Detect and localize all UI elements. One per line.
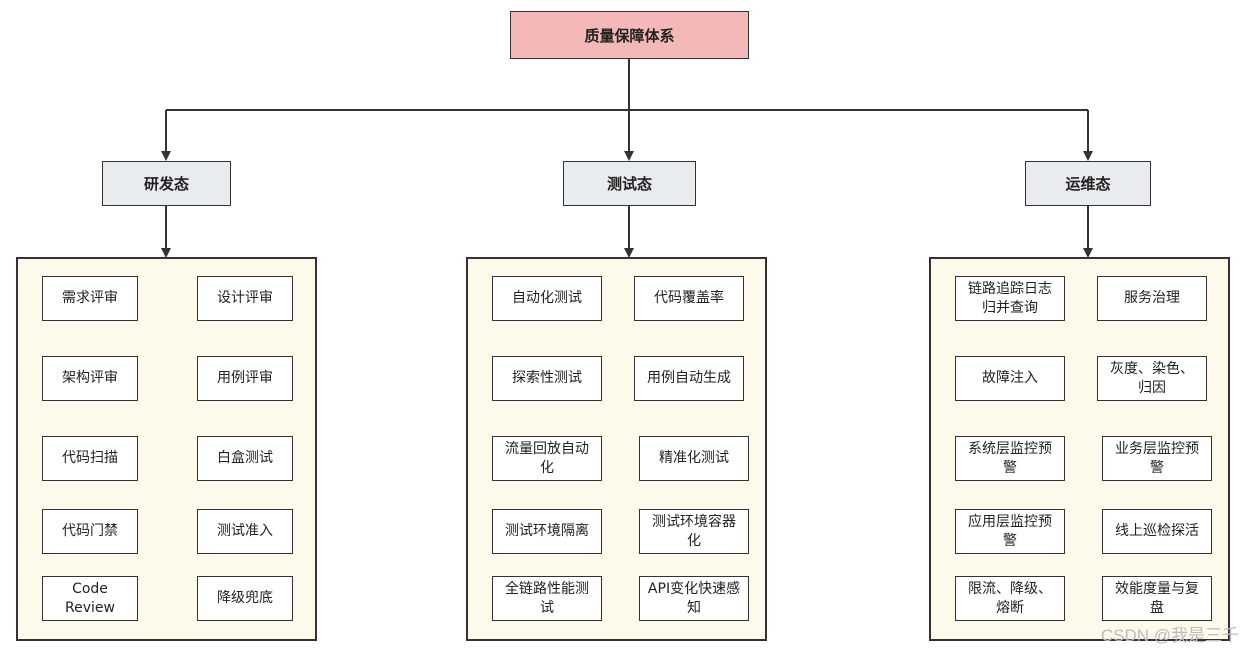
item-dev-5[interactable]: 代码扫描 (42, 436, 138, 481)
item-ops-4[interactable]: 灰度、染色、归因 (1097, 356, 1207, 401)
branch-dev-label: 研发态 (143, 175, 189, 193)
item-ops-10[interactable]: 效能度量与复盘 (1102, 576, 1212, 621)
root-node[interactable]: 质量保障体系 (510, 11, 749, 59)
item-ops-1[interactable]: 链路追踪日志归并查询 (955, 276, 1065, 321)
item-dev-6[interactable]: 白盒测试 (197, 436, 293, 481)
item-dev-2[interactable]: 设计评审 (197, 276, 293, 321)
item-ops-3[interactable]: 故障注入 (955, 356, 1065, 401)
item-ops-9[interactable]: 限流、降级、熔断 (955, 576, 1065, 621)
item-test-4[interactable]: 用例自动生成 (634, 356, 744, 401)
item-test-9[interactable]: 全链路性能测试 (492, 576, 602, 621)
item-dev-10[interactable]: 降级兜底 (197, 576, 293, 621)
branch-ops-label: 运维态 (1065, 175, 1111, 193)
item-dev-4[interactable]: 用例评审 (197, 356, 293, 401)
item-dev-9[interactable]: Code Review (42, 576, 138, 621)
branch-dev[interactable]: 研发态 (102, 161, 231, 206)
item-test-8[interactable]: 测试环境容器化 (639, 509, 749, 554)
item-ops-7[interactable]: 应用层监控预警 (955, 509, 1065, 554)
item-ops-6[interactable]: 业务层监控预警 (1102, 436, 1212, 481)
branch-ops[interactable]: 运维态 (1025, 161, 1151, 206)
item-ops-5[interactable]: 系统层监控预警 (955, 436, 1065, 481)
panel-ops: 链路追踪日志归并查询 服务治理 故障注入 灰度、染色、归因 系统层监控预警 业务… (929, 257, 1230, 641)
panel-test: 自动化测试 代码覆盖率 探索性测试 用例自动生成 流量回放自动化 精准化测试 测… (466, 257, 767, 641)
item-test-2[interactable]: 代码覆盖率 (634, 276, 744, 321)
root-label: 质量保障体系 (584, 26, 675, 45)
item-ops-2[interactable]: 服务治理 (1097, 276, 1207, 321)
watermark: CSDN @我是三千 (1100, 626, 1239, 645)
item-test-6[interactable]: 精准化测试 (639, 436, 749, 481)
item-dev-8[interactable]: 测试准入 (197, 509, 293, 554)
item-test-3[interactable]: 探索性测试 (492, 356, 602, 401)
item-dev-3[interactable]: 架构评审 (42, 356, 138, 401)
panel-dev: 需求评审 设计评审 架构评审 用例评审 代码扫描 白盒测试 代码门禁 测试准入 … (16, 257, 317, 641)
item-test-5[interactable]: 流量回放自动化 (492, 436, 602, 481)
branch-test-label: 测试态 (606, 175, 652, 193)
item-ops-8[interactable]: 线上巡检探活 (1102, 509, 1212, 554)
item-test-1[interactable]: 自动化测试 (492, 276, 602, 321)
item-test-7[interactable]: 测试环境隔离 (492, 509, 602, 554)
branch-test[interactable]: 测试态 (563, 161, 696, 206)
item-dev-7[interactable]: 代码门禁 (42, 509, 138, 554)
item-test-10[interactable]: API变化快速感知 (639, 576, 749, 621)
item-dev-1[interactable]: 需求评审 (42, 276, 138, 321)
